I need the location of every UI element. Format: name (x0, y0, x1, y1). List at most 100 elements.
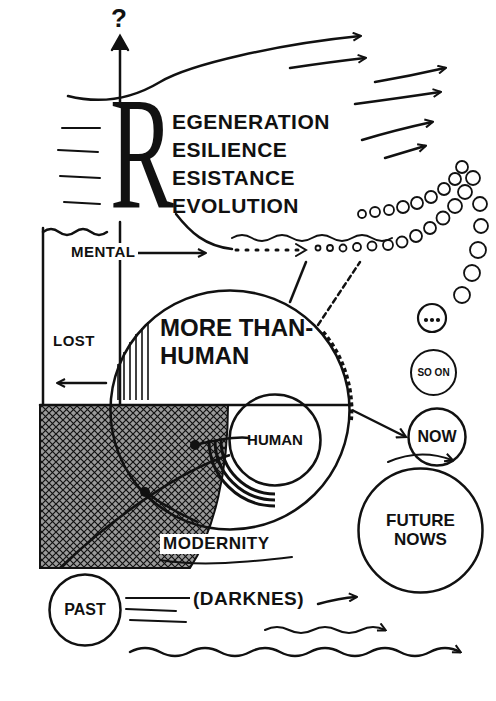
sketch-stroke (397, 237, 408, 248)
sketch-stroke (42, 228, 45, 405)
sketch-stroke (383, 240, 393, 250)
sketch-stroke (290, 58, 365, 68)
sketch-stroke (473, 197, 487, 211)
sketch-stroke (141, 328, 143, 400)
sketch-stroke (130, 648, 460, 656)
sketch-stroke (135, 334, 137, 400)
circle-stroke (409, 409, 466, 466)
sketch-stroke (470, 242, 486, 258)
sketch-stroke (58, 382, 106, 385)
sketch-stroke (458, 185, 472, 199)
sketch-stroke (126, 597, 190, 599)
sketch-label: ESISTANCE (172, 166, 295, 190)
sketch-stroke (64, 202, 100, 204)
flow-arrow (352, 410, 406, 437)
region-circle: MORE THAN-HUMAN HUMAN (108, 288, 352, 532)
sketch-label: MODERNITY (160, 534, 273, 554)
sketch-stroke (431, 319, 433, 321)
sketch-stroke (340, 245, 347, 252)
circle-stroke (230, 395, 321, 486)
sketch-label: EGENERATION (172, 110, 330, 134)
sketch-stroke (424, 222, 436, 234)
sketch-stroke (130, 620, 186, 622)
sketch-stroke (323, 332, 351, 420)
sketch-stroke (353, 243, 361, 251)
sketch-stroke (62, 127, 100, 129)
node-label: MORE THAN-HUMAN (160, 314, 335, 369)
sketch-label: LOST (50, 332, 98, 349)
sketch-stroke (190, 440, 200, 450)
sketch-stroke (358, 210, 366, 218)
sketch-stroke (384, 205, 394, 215)
sketch-stroke (437, 319, 439, 321)
sketch-stroke (437, 212, 450, 225)
sketch-stroke (316, 246, 321, 251)
sketch-stroke (132, 252, 205, 255)
sketch-stroke (296, 244, 306, 256)
sketch-stroke (318, 597, 356, 604)
node-label: HUMAN (247, 431, 303, 448)
node-label: PAST (64, 601, 105, 619)
sketch-stroke (425, 319, 427, 321)
sketch-stroke (43, 36, 445, 405)
sketch-stroke (265, 627, 385, 633)
sketch-stroke (448, 199, 462, 213)
sketch-stroke (411, 197, 423, 209)
future-circle: FUTURE NOWS (356, 466, 485, 595)
sketch-label: MENTAL (68, 243, 138, 260)
sketch-stroke (466, 171, 480, 185)
sketch-stroke (118, 322, 148, 400)
sketch-stroke (327, 245, 333, 251)
sketch-stroke (370, 207, 380, 217)
sketch-stroke (60, 176, 100, 178)
sketch-stroke (43, 229, 107, 235)
sketch-stroke (355, 92, 440, 104)
circle-stroke (50, 575, 121, 646)
sketch-stroke (58, 150, 98, 152)
sketch-stroke (449, 173, 461, 185)
sketch-label: (DARKNES) (190, 588, 307, 610)
sketch-stroke (368, 242, 377, 251)
node-label: SO ON (417, 367, 449, 379)
small-circle: SO ON (409, 348, 458, 397)
sketch-stroke (236, 249, 306, 252)
sketch-stroke (362, 122, 432, 140)
sketch-stroke (176, 214, 232, 249)
sketch-stroke (425, 191, 437, 203)
inner-circle: HUMAN (227, 392, 323, 488)
sketch-stroke (456, 161, 468, 173)
sketch-stroke (147, 322, 149, 400)
past-circle: PAST (47, 572, 123, 648)
sketch-label: EVOLUTION (172, 194, 299, 218)
sketch-stroke (112, 36, 128, 50)
sketch-stroke (123, 352, 125, 400)
sketch-stroke (397, 201, 409, 213)
sketch-stroke (129, 342, 131, 400)
sketch-stroke (438, 183, 450, 195)
circle-stroke (111, 291, 350, 530)
sketch-stroke (410, 230, 422, 242)
sketch-stroke (160, 557, 292, 563)
sketch-stroke (454, 287, 470, 303)
sketch-stroke (474, 219, 488, 233)
circle-stroke (359, 469, 483, 593)
sketch-stroke (290, 262, 306, 302)
sketch-stroke (385, 146, 425, 158)
sketch-stroke (464, 265, 480, 281)
sketch-stroke (145, 492, 198, 522)
sketch-stroke (316, 161, 489, 332)
initial-letter: R (110, 73, 174, 233)
circle-stroke (411, 350, 456, 395)
node-label: FUTURE NOWS (374, 511, 467, 550)
sketch-stroke (232, 235, 392, 241)
sketch-label: ? (111, 4, 127, 34)
sketch-stroke (375, 68, 445, 82)
node-label: NOW (417, 428, 456, 446)
sketch-label: ESILIENCE (172, 138, 287, 162)
now-circle: NOW (406, 406, 468, 468)
sketch-stroke (318, 262, 360, 325)
sketch-stroke (215, 440, 275, 500)
sketch-stroke (418, 304, 446, 332)
sketch-stroke (126, 609, 176, 611)
